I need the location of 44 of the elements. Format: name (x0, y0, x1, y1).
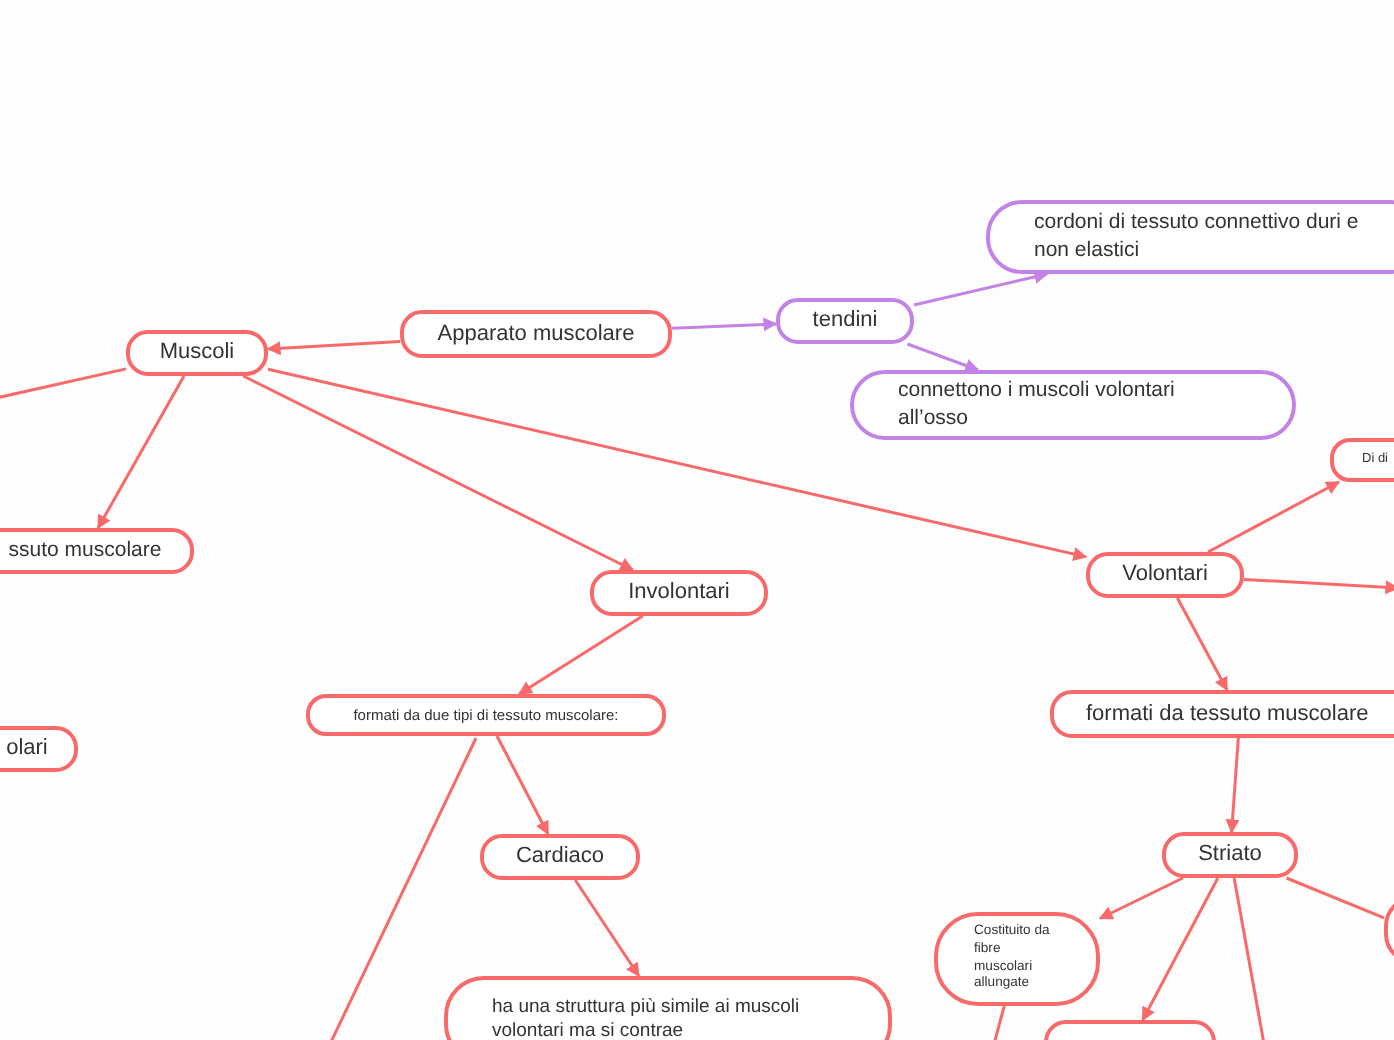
arrow (518, 614, 644, 696)
arrow (1207, 480, 1341, 554)
node-label: formati da tessuto muscolare (1086, 699, 1369, 729)
node-label: cordoni di tessuto connettivo duri e non elastici (1034, 209, 1361, 265)
arrow (242, 374, 635, 572)
arrow (1243, 577, 1394, 595)
arrow (1141, 877, 1220, 1022)
concept-box (0, 528, 194, 574)
arrow (574, 879, 641, 978)
node-label: tendini (812, 306, 878, 336)
concept-box (480, 834, 640, 880)
arrow (267, 367, 1088, 561)
concept-box (1086, 552, 1244, 598)
node-label: ssuto muscolare (8, 537, 162, 565)
concept-box (934, 912, 1100, 1006)
concept-box (126, 330, 268, 376)
arrow (495, 735, 550, 836)
arrow (906, 342, 980, 373)
arrow (671, 317, 778, 332)
concept-box (986, 200, 1394, 274)
node-label: Cardiaco (515, 842, 605, 872)
concept-box (306, 694, 666, 736)
node-label: Striato (1198, 840, 1262, 870)
concept-box (776, 298, 914, 344)
node-label: olari (6, 734, 48, 764)
arrow (1098, 876, 1184, 920)
arrow (96, 375, 186, 530)
node-label: Muscoli (159, 338, 235, 368)
node-label: Volontari (1122, 560, 1208, 590)
concept-box (1162, 832, 1298, 878)
arrow (913, 270, 1049, 307)
node-label: ha una struttura più simile ai muscoli volontari ma si contrae (492, 995, 802, 1040)
node-label: Involontari (628, 578, 730, 608)
concept-box (590, 570, 768, 616)
concept-box (0, 726, 78, 772)
arrow (1176, 597, 1229, 692)
concept-box (850, 370, 1296, 440)
node-label: Apparato muscolare (437, 319, 635, 349)
concept-box (400, 310, 672, 358)
concept-box (1050, 690, 1394, 738)
arrow (1225, 737, 1240, 834)
arrow (266, 340, 401, 356)
node-label: connettono i muscoli volontari all’osso (898, 377, 1177, 433)
concept-box (444, 976, 892, 1040)
